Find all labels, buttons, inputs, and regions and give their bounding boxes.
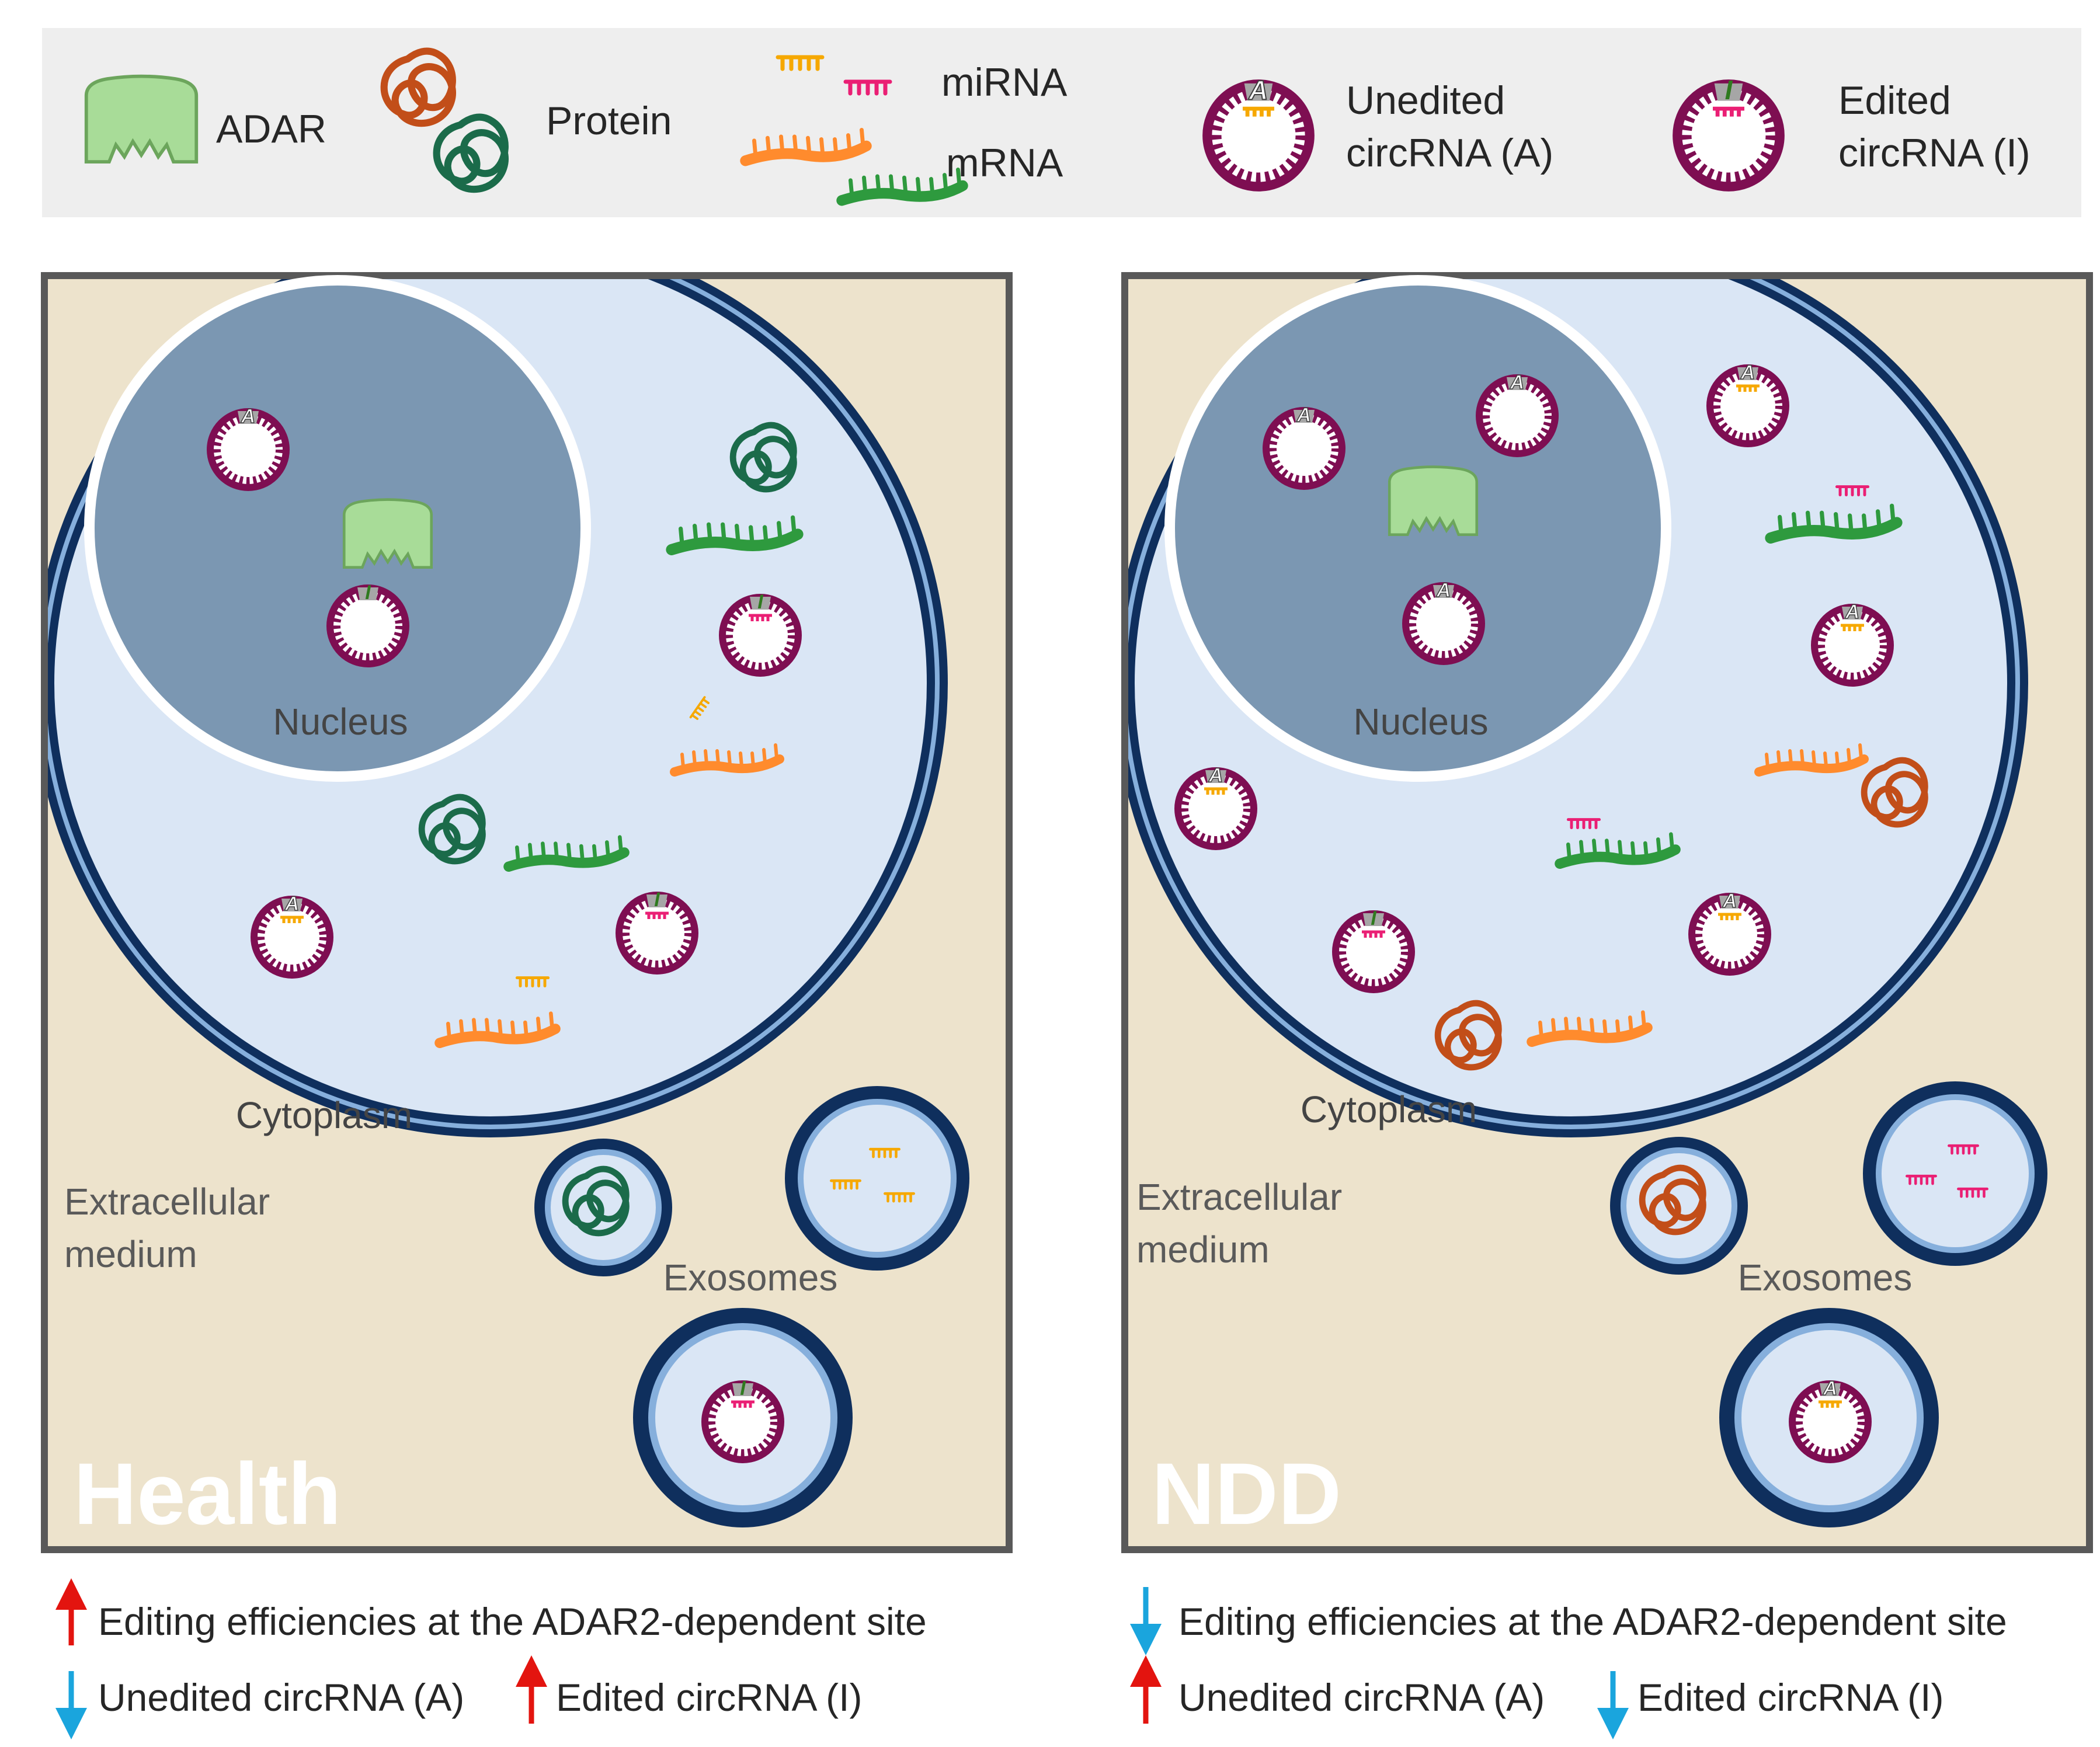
i-site-letter: I	[1371, 907, 1377, 930]
exosome-mirna-yellow	[870, 1149, 899, 1157]
exosome-mirna-pink	[1907, 1176, 1935, 1184]
i-site-letter: I	[757, 591, 764, 613]
i-site-letter: I	[740, 1377, 746, 1400]
ndd-cytoplasm-label: Cytoplasm	[1301, 1088, 1477, 1130]
legend: ADAR Protein miRNA mRNA A Unedited circR…	[42, 28, 2081, 217]
health-exosome-circrna: I	[633, 1308, 853, 1527]
ndd-mirna-pink-2	[1568, 820, 1599, 828]
ndd-extracellular-line2: medium	[1136, 1229, 1270, 1271]
legend-edited-circrna-icon: I	[1677, 75, 1780, 187]
ndd-circrna-unedited-mirna: A	[1710, 361, 1786, 444]
health-exosomes-label: Exosomes	[663, 1257, 838, 1299]
legend-i-letter: I	[1725, 75, 1733, 105]
ndd-note-edited: Edited circRNA (I)	[1637, 1676, 1943, 1719]
health-circrna-edited: I	[722, 591, 798, 673]
ndd-circrna-unedited-mirna-4: A	[1692, 889, 1768, 972]
legend-edited-line1: Edited	[1838, 78, 1951, 123]
i-site-letter: I	[365, 582, 371, 604]
legend-protein-label: Protein	[546, 99, 672, 143]
legend-mrna-label: mRNA	[946, 141, 1063, 185]
exosome-mirna-pink	[1949, 1146, 1977, 1153]
health-note-edited: Edited circRNA (I)	[556, 1676, 862, 1719]
a-site-letter: A	[284, 893, 300, 915]
health-exosome-mirna	[785, 1086, 969, 1271]
a-site-letter: A	[1296, 404, 1312, 426]
ndd-circrna-unedited-mirna-2: A	[1814, 600, 1890, 683]
a-site-letter: A	[241, 405, 256, 427]
exosome-mirna-yellow	[831, 1181, 860, 1188]
health-adar-icon	[344, 500, 432, 568]
ndd-panel-title: NDD	[1152, 1445, 1341, 1543]
a-site-letter: A	[1208, 764, 1223, 787]
ndd-circrna-unedited-mirna-3: A	[1178, 764, 1254, 847]
legend-mirna-label: miRNA	[941, 60, 1068, 105]
health-panel-title: Health	[74, 1445, 341, 1543]
ndd-exosome-protein	[1610, 1137, 1748, 1275]
ndd-mirna-pink	[1837, 487, 1868, 495]
health-panel: Nucleus A I I A I Cytopl	[41, 272, 1013, 1553]
health-circrna-edited-2: I	[619, 889, 695, 971]
ndd-exosome-mirna	[1863, 1081, 2047, 1266]
health-extracellular-line2: medium	[64, 1233, 197, 1275]
health-note-editing: Editing efficiencies at the ADAR2-depend…	[98, 1600, 927, 1643]
legend-a-letter: A	[1248, 75, 1268, 105]
health-extracellular-line1: Extracellular	[64, 1181, 270, 1223]
legend-adar-label: ADAR	[216, 107, 326, 151]
ndd-nucleus-label: Nucleus	[1353, 701, 1488, 743]
health-note-unedited: Unedited circRNA (A)	[98, 1676, 464, 1719]
exosome-mirna-yellow	[885, 1193, 913, 1201]
exosome-circrna-edited: I	[705, 1377, 781, 1460]
health-nucleus-label: Nucleus	[273, 701, 408, 743]
ndd-circrna-unedited: A	[1266, 403, 1342, 486]
a-site-letter: A	[1740, 361, 1755, 384]
health-nucleus	[84, 275, 591, 782]
ndd-panel: Nucleus A A A A A A	[1121, 272, 2093, 1553]
ndd-circrna-edited: I	[1336, 907, 1411, 990]
a-site-letter: A	[1823, 1377, 1838, 1400]
legend-unedited-line1: Unedited	[1346, 78, 1505, 123]
a-site-letter: A	[1510, 371, 1525, 394]
ndd-adar-icon	[1389, 467, 1477, 535]
health-mirna-yellow	[517, 978, 548, 986]
legend-adar-icon	[86, 76, 197, 162]
ndd-notes: Editing efficiencies at the ADAR2-depend…	[1130, 1587, 2007, 1739]
a-site-letter: A	[1436, 579, 1451, 601]
legend-unedited-circrna-icon: A	[1207, 74, 1310, 187]
ndd-exosomes-label: Exosomes	[1738, 1257, 1913, 1299]
health-circrna-unedited: A	[210, 405, 286, 488]
ndd-circrna-unedited-3: A	[1406, 579, 1482, 662]
i-site-letter: I	[654, 889, 660, 911]
health-cytoplasm-label: Cytoplasm	[236, 1094, 412, 1136]
legend-edited-line2: circRNA (I)	[1838, 131, 2031, 175]
ndd-circrna-unedited-2: A	[1479, 371, 1555, 454]
ndd-note-unedited: Unedited circRNA (A)	[1178, 1676, 1545, 1719]
health-circrna-unedited-mirna: A	[254, 892, 330, 975]
health-exosome-protein	[534, 1139, 672, 1276]
exosome-circrna-unedited: A	[1792, 1377, 1868, 1460]
legend-unedited-line2: circRNA (A)	[1346, 131, 1553, 175]
legend-mirna-yellow-icon	[778, 57, 822, 69]
a-site-letter: A	[1722, 890, 1737, 912]
a-site-letter: A	[1845, 601, 1860, 623]
ndd-exosome-circrna: A	[1719, 1308, 1939, 1527]
health-notes: Editing efficiencies at the ADAR2-depend…	[55, 1578, 927, 1739]
health-circrna-edited-by-adar: I	[330, 582, 406, 664]
exosome-mirna-pink	[1958, 1189, 1987, 1196]
legend-mirna-pink-icon	[846, 82, 890, 93]
ndd-note-editing: Editing efficiencies at the ADAR2-depend…	[1178, 1600, 2007, 1643]
ndd-extracellular-line1: Extracellular	[1136, 1176, 1342, 1218]
